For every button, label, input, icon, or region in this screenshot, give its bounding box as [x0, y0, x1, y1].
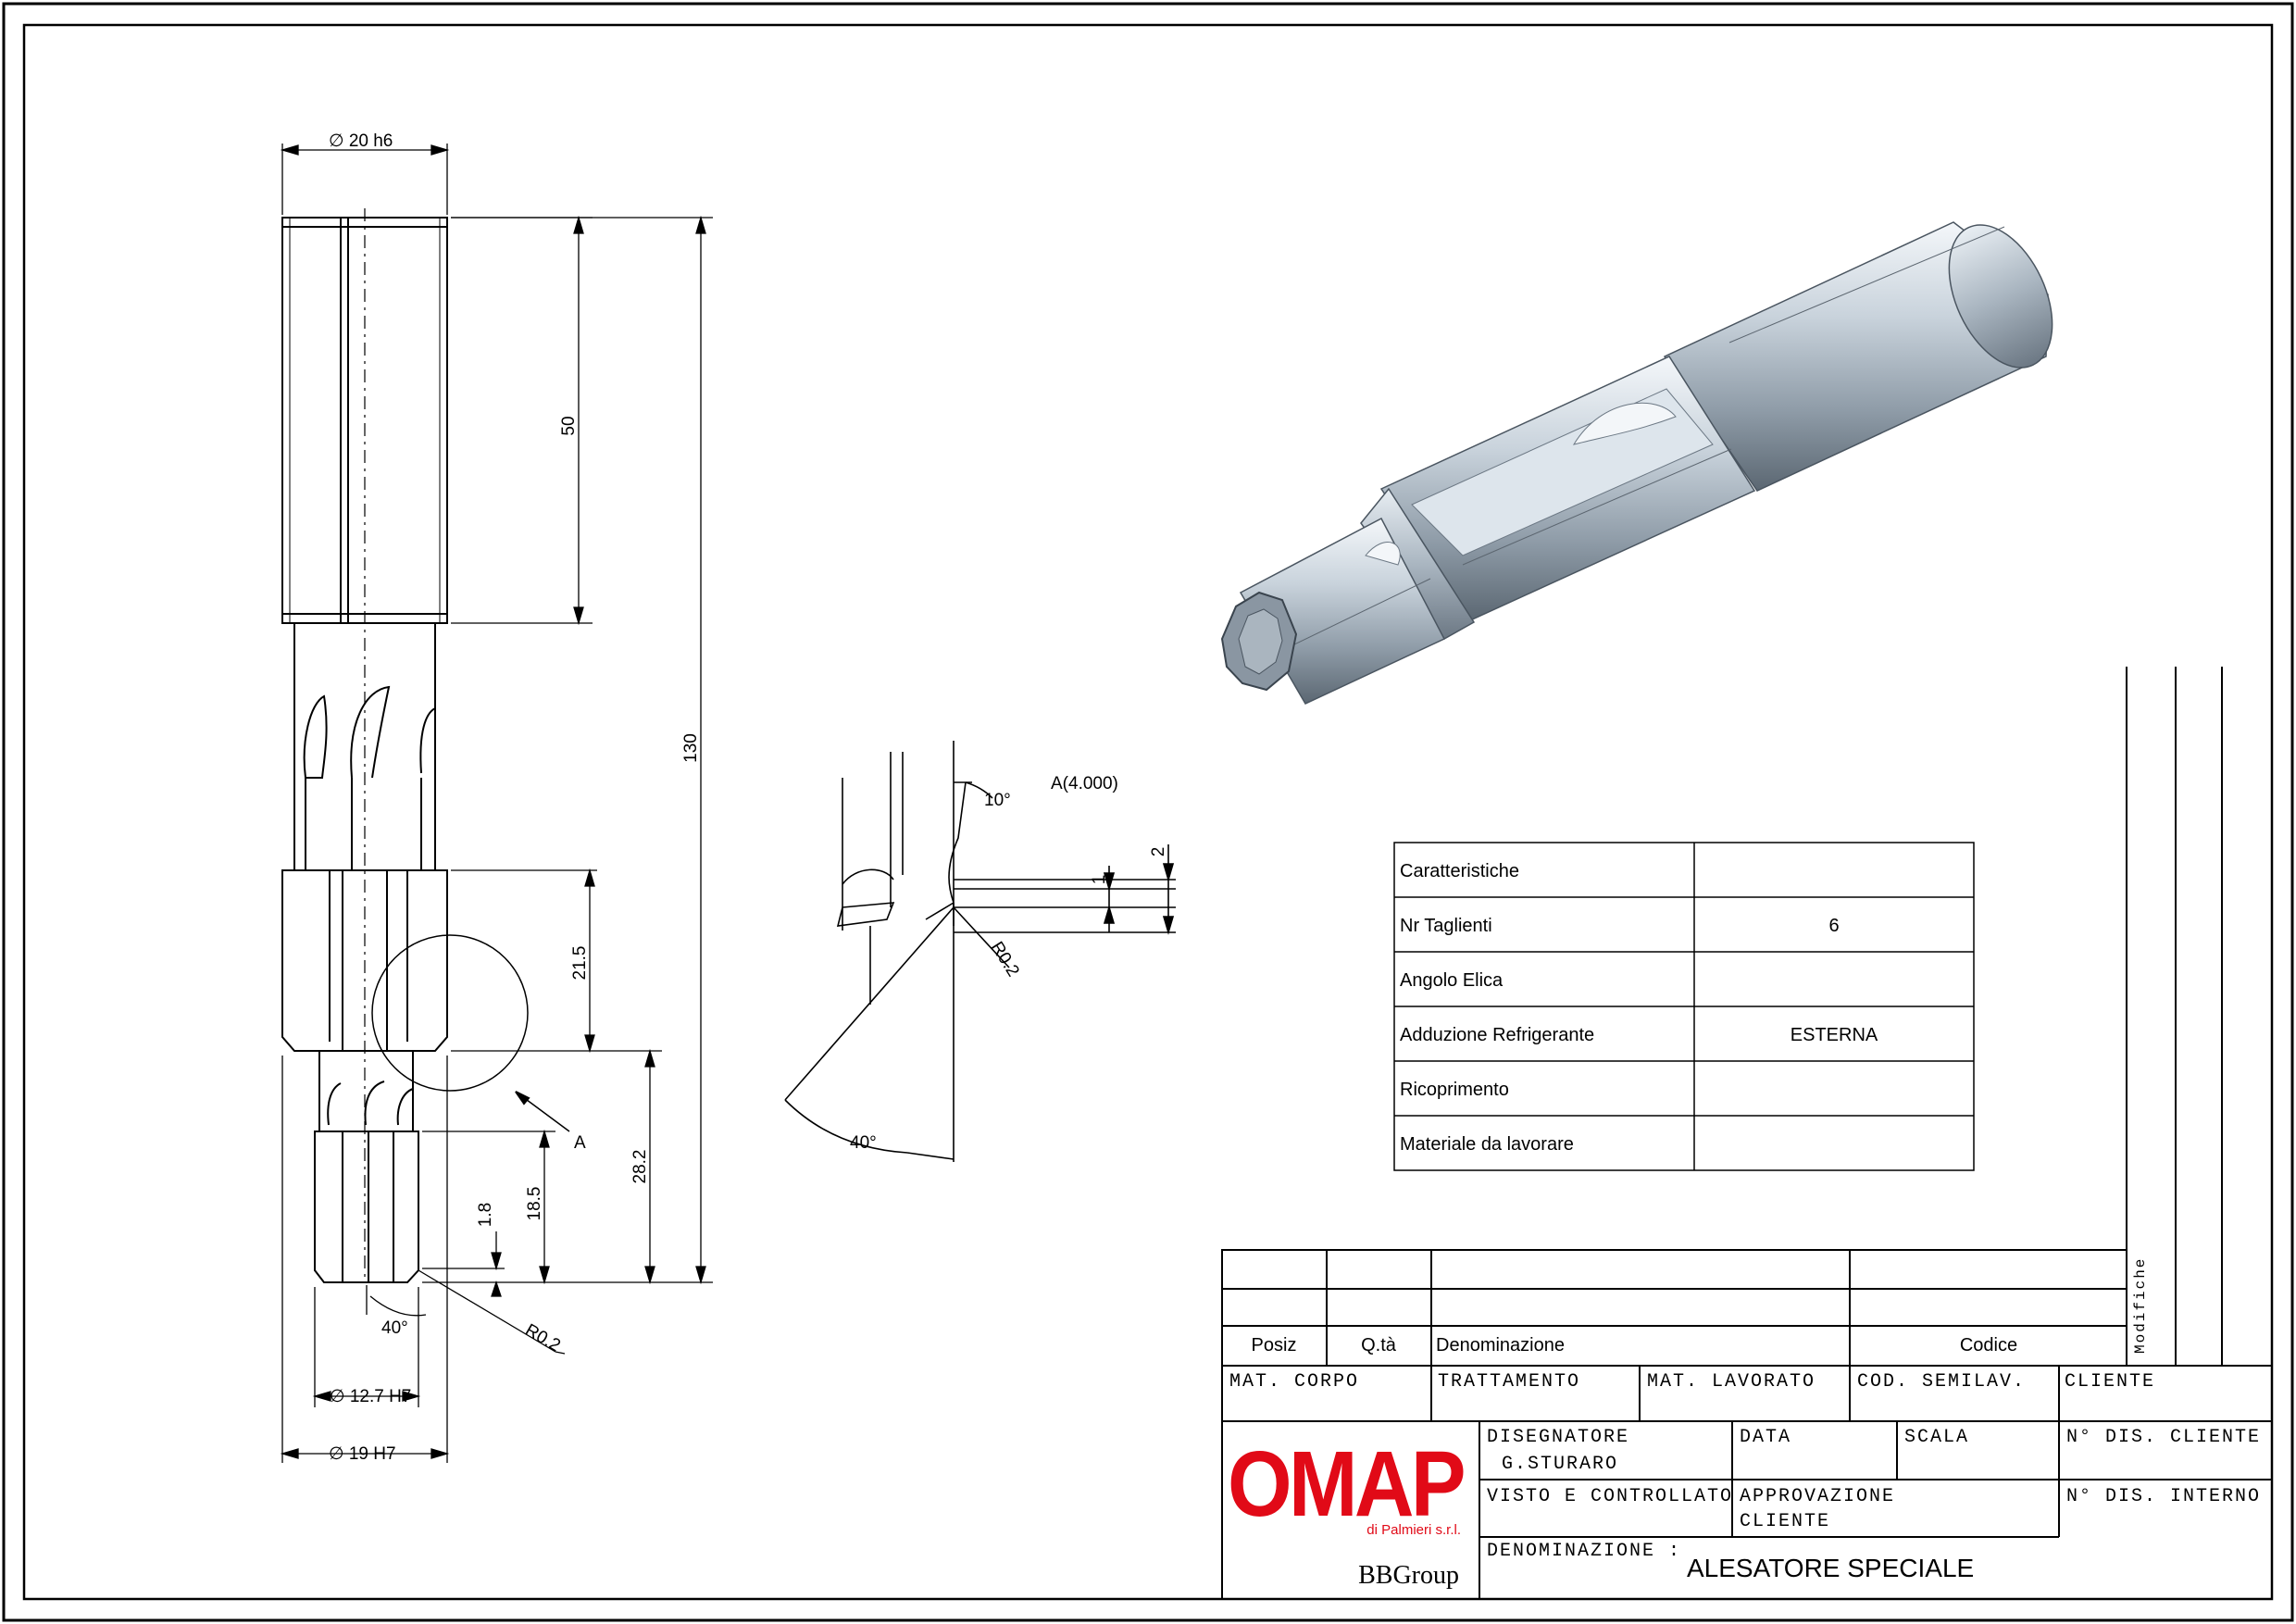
characteristics-table	[1393, 842, 1975, 1171]
detail-dim-1: 1	[1090, 875, 1109, 885]
char-label-angolo-elica: Angolo Elica	[1400, 970, 1504, 991]
denominazione-label: DENOMINAZIONE :	[1487, 1541, 1681, 1562]
trattamento-label: TRATTAMENTO	[1438, 1371, 1580, 1393]
dim-1-8: 1.8	[476, 1203, 495, 1227]
char-label-caratteristiche: Caratteristiche	[1400, 861, 1519, 881]
inner-border	[22, 23, 2274, 1601]
detail-angle-10: 10°	[984, 791, 1011, 810]
char-label-taglienti: Nr Taglienti	[1400, 916, 1492, 936]
approvazione-label-1: APPROVAZIONE	[1740, 1486, 1895, 1507]
dim-radius: R0.2	[522, 1320, 564, 1355]
detail-a-view	[784, 741, 1176, 1162]
dim-18-5: 18.5	[525, 1187, 544, 1221]
dim-21-5: 21.5	[570, 946, 590, 981]
scala-label: SCALA	[1904, 1427, 1969, 1448]
detail-angle-40: 40°	[850, 1133, 877, 1153]
disegnatore-label: DISEGNATORE	[1487, 1427, 1629, 1448]
n-dis-interno-label: N° DIS. INTERNO	[2066, 1486, 2261, 1507]
visto-label: VISTO E CONTROLLATO	[1487, 1486, 1733, 1507]
dim-130: 130	[681, 733, 701, 763]
detail-a-labels: A(4.000) 10° 2 1 R0.2 40°	[850, 774, 1168, 1153]
parts-header-posiz: Posiz	[1252, 1335, 1297, 1355]
data-label: DATA	[1740, 1427, 1791, 1448]
parts-header-denominazione: Denominazione	[1436, 1335, 1565, 1355]
logo-subtitle: di Palmieri s.r.l.	[1366, 1522, 1461, 1538]
title-block-lines	[1221, 667, 2273, 1600]
approvazione-label-2: CLIENTE	[1740, 1511, 1830, 1532]
parts-header-codice: Codice	[1960, 1335, 2017, 1355]
dim-diameter-12-7: ∅ 12.7 H7	[330, 1387, 411, 1406]
char-label-refrigerante: Adduzione Refrigerante	[1400, 1025, 1594, 1045]
cod-semilav-label: COD. SEMILAV.	[1857, 1371, 2026, 1393]
char-label-materiale: Materiale da lavorare	[1400, 1134, 1574, 1155]
dim-diameter-19: ∅ 19 H7	[329, 1444, 396, 1464]
side-view	[281, 208, 570, 1283]
char-value-refrigerante: ESTERNA	[1791, 1025, 1878, 1045]
title-block-text: Posiz Q.tà Denominazione Codice Modifich…	[1229, 1257, 2261, 1582]
mat-lavorato-label: MAT. LAVORATO	[1647, 1371, 1816, 1393]
char-value-taglienti: 6	[1828, 916, 1839, 936]
reamer-3d-render	[1220, 221, 2053, 705]
side-dimensions	[280, 144, 713, 1463]
detail-radius: R0.2	[987, 939, 1023, 981]
logo-group: BBGroup	[1358, 1561, 1459, 1590]
detail-label-a: A	[574, 1133, 586, 1153]
mat-corpo-label: MAT. CORPO	[1229, 1371, 1359, 1393]
detail-title: A(4.000)	[1051, 774, 1118, 793]
characteristics-text: Caratteristiche Nr Taglienti 6 Angolo El…	[1400, 861, 1878, 1155]
cliente-label: CLIENTE	[2065, 1371, 2155, 1393]
detail-dim-2: 2	[1149, 847, 1168, 857]
dim-angle-40: 40°	[381, 1318, 408, 1338]
dim-28-2: 28.2	[630, 1150, 650, 1184]
dim-50: 50	[559, 416, 579, 435]
modifiche-label: Modifiche	[2132, 1257, 2149, 1354]
logo-name: OMAP	[1228, 1432, 1464, 1536]
side-dimension-labels: ∅ 20 h6 50 130 21.5 28.2 18.5 1.8 40° R0…	[329, 131, 701, 1464]
n-dis-cliente-label: N° DIS. CLIENTE	[2066, 1427, 2261, 1448]
char-label-ricoprimento: Ricoprimento	[1400, 1080, 1509, 1100]
disegnatore-value: G.STURARO	[1502, 1454, 1618, 1475]
denominazione-value: ALESATORE SPECIALE	[1687, 1554, 1974, 1582]
omap-logo: OMAP di Palmieri s.r.l. BBGroup	[1228, 1432, 1467, 1590]
parts-header-qta: Q.tà	[1361, 1335, 1397, 1355]
dim-top-diameter: ∅ 20 h6	[329, 131, 393, 151]
